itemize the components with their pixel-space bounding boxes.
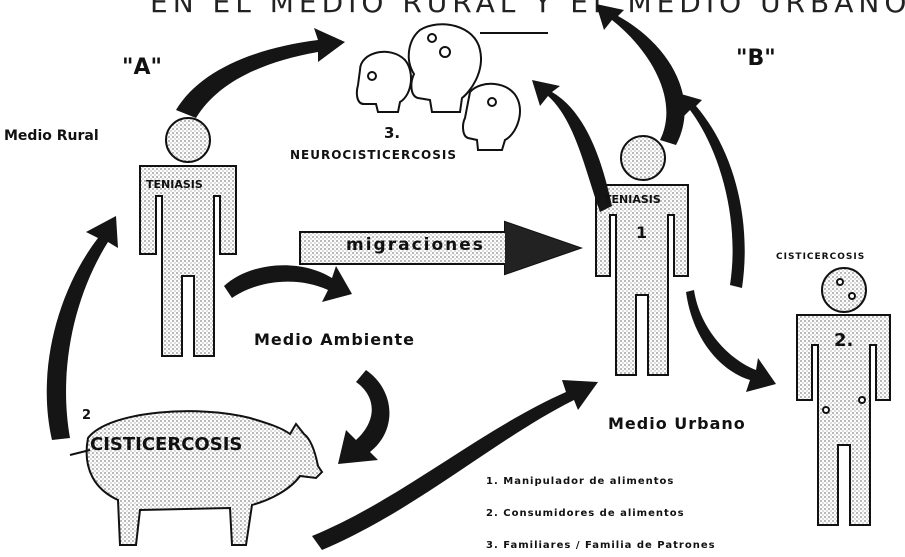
urban-number: 1 <box>636 223 647 242</box>
arrow-urban-to-top <box>596 4 685 145</box>
legend-item-3: 3. Familiares / Familia de Patrones <box>486 540 716 551</box>
medio-ambiente-label: Medio Ambiente <box>254 330 415 349</box>
teniasis-rural-label: TENIASIS <box>146 178 203 191</box>
medio-rural-label: Medio Rural <box>4 128 99 144</box>
legend-item-1: 1. Manipulador de alimentos <box>486 476 674 487</box>
arrow-urban-to-neuro <box>532 80 612 212</box>
cisticercosis-pig-label: CISTICERCOSIS <box>90 434 242 455</box>
arrow-rural-to-ambiente <box>224 265 352 302</box>
neurocisticercosis-label: NEUROCISTICERCOSIS <box>290 148 457 162</box>
arrow-ambiente-to-pig <box>338 370 389 464</box>
medio-urbano-label: Medio Urbano <box>608 414 746 433</box>
neuro-heads <box>357 24 520 150</box>
cisticercosis-human-figure <box>797 268 890 525</box>
rural-human-figure <box>140 118 236 356</box>
right-figure-number: 2. <box>834 330 853 351</box>
teniasis-urban-label: TENIASIS <box>604 193 661 206</box>
pig-number: 2 <box>82 408 91 423</box>
urban-human-figure <box>596 136 688 375</box>
pig-figure <box>70 411 322 545</box>
legend-item-2: 2. Consumidores de alimentos <box>486 508 685 519</box>
arrow-rural-to-neuro <box>176 28 345 118</box>
arrow-pig-to-rural <box>47 216 118 440</box>
neuro-number: 3. <box>384 124 400 142</box>
arrow-pig-to-urban <box>312 380 598 550</box>
panel-a-label: "A" <box>122 55 162 80</box>
arrow-urban-to-cisticercosis <box>686 290 776 392</box>
migraciones-label: migraciones <box>346 235 485 255</box>
panel-b-label: "B" <box>736 46 776 71</box>
cisticercosis-right-label: CISTICERCOSIS <box>776 252 865 262</box>
